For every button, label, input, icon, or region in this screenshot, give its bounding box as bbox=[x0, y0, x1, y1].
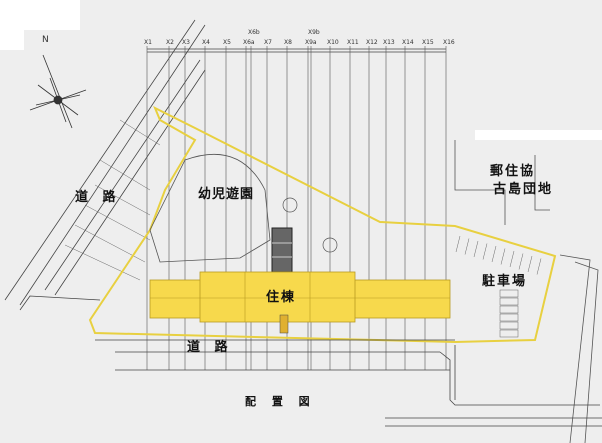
compass-north-label: N bbox=[42, 35, 49, 45]
grid-axis-label: X7 bbox=[264, 39, 272, 46]
elevator-core bbox=[271, 227, 293, 273]
road-bottom-label: 道 路 bbox=[187, 340, 233, 355]
parking-stall bbox=[499, 329, 519, 338]
site-boundary bbox=[88, 105, 557, 344]
parking-stall-line bbox=[509, 250, 515, 268]
compass-rose-icon bbox=[29, 54, 87, 129]
playground-outline bbox=[149, 153, 271, 263]
parking-label: 駐車場 bbox=[482, 274, 528, 289]
parking-stall bbox=[499, 305, 519, 314]
grid-axis-label: X15 bbox=[422, 39, 434, 46]
parking-stall-line bbox=[482, 243, 488, 260]
tree-circle bbox=[282, 197, 298, 213]
parking-stall bbox=[499, 297, 519, 306]
tree-circle bbox=[322, 237, 338, 253]
road-bottom-lines bbox=[95, 339, 602, 427]
road-left-label: 道 路 bbox=[75, 190, 121, 205]
parking-stall bbox=[499, 313, 519, 322]
playground-label: 幼児遊園 bbox=[198, 187, 255, 202]
grid-axis-label: X9a bbox=[305, 39, 317, 46]
parking-stall bbox=[499, 289, 519, 298]
parking-stall bbox=[499, 321, 519, 330]
grid-axis-label: X6a bbox=[243, 39, 255, 46]
grid-axis-label: X12 bbox=[366, 39, 378, 46]
mask-patch bbox=[475, 130, 602, 140]
grid-axis-label: X2 bbox=[166, 39, 174, 46]
grid-axis-label: X16 bbox=[443, 39, 455, 46]
neighbor-housing-outline bbox=[454, 140, 599, 443]
grid-axis-label: X14 bbox=[402, 39, 414, 46]
grid-axis-label: X3 bbox=[182, 39, 190, 46]
parking-stall-line bbox=[473, 240, 479, 258]
parking-stall-line bbox=[518, 253, 524, 270]
parking-stall-line bbox=[500, 248, 506, 265]
parking-stall-line bbox=[464, 238, 470, 255]
grid-axis-label: X1 bbox=[144, 39, 152, 46]
parking-stall-line bbox=[527, 255, 533, 273]
grid-axis-label: X8 bbox=[284, 39, 292, 46]
residential-building-shape bbox=[149, 271, 451, 334]
parking-stall-line bbox=[536, 258, 542, 275]
grid-axis-label: X6b bbox=[248, 29, 260, 36]
parking-stalls bbox=[455, 235, 542, 338]
grid-axis-label: X11 bbox=[347, 39, 359, 46]
road-left-lines bbox=[4, 19, 206, 311]
grid-axis-label: X10 bbox=[327, 39, 339, 46]
mask-patch bbox=[0, 0, 24, 50]
residential-building-label: 住棟 bbox=[266, 290, 297, 305]
parking-stall-line bbox=[455, 235, 461, 253]
neighbor-housing-label-2: 古島団地 bbox=[493, 182, 554, 197]
grid-axis-label: X5 bbox=[223, 39, 231, 46]
grid-axis-label: X9b bbox=[308, 29, 320, 36]
hatch-lines bbox=[64, 119, 161, 281]
drawing-title: 配 置 図 bbox=[245, 395, 316, 408]
neighbor-housing-label-1: 郵住協 bbox=[490, 164, 536, 179]
grid-dimension-line bbox=[147, 48, 446, 53]
parking-stall-line bbox=[491, 245, 497, 263]
grid-axis-label: X4 bbox=[202, 39, 210, 46]
grid-axis-label: X13 bbox=[383, 39, 395, 46]
